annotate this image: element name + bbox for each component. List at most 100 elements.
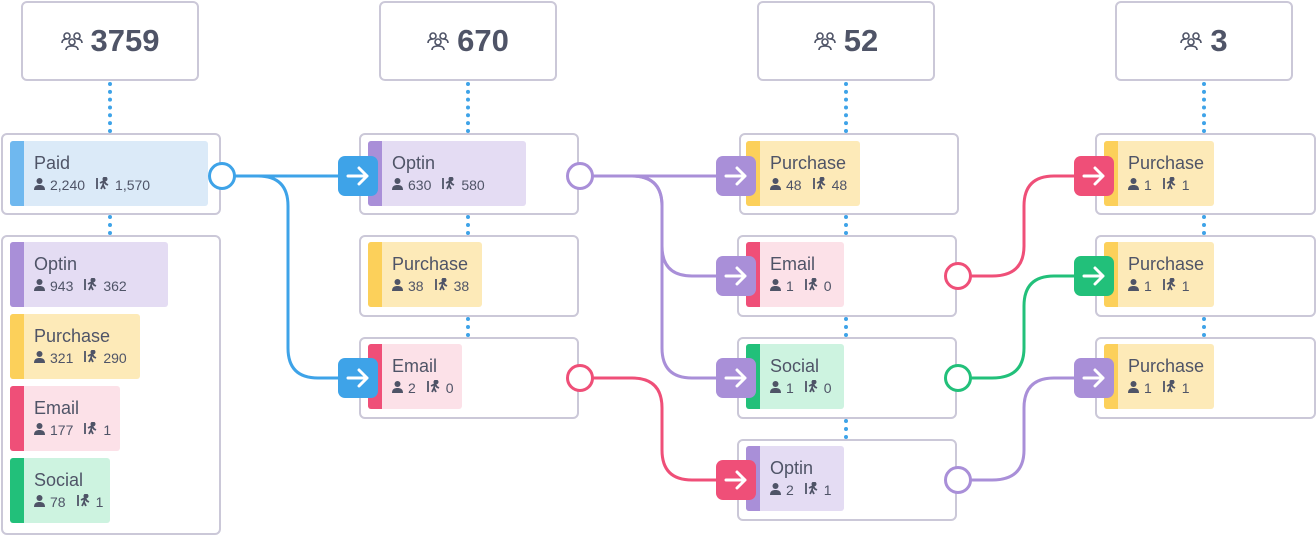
- channel-label: Paid: [34, 153, 71, 173]
- arrow-right-icon[interactable]: [716, 156, 756, 196]
- conversion-count: 1,570: [115, 177, 151, 193]
- person-icon: [770, 380, 781, 396]
- conversion-count: 1: [1181, 278, 1190, 294]
- connector-email-optin: [593, 376, 716, 482]
- connector-social-purchase: [971, 274, 1074, 380]
- channel-label: Email: [770, 254, 816, 274]
- person-icon: [34, 422, 45, 438]
- people-count: 630: [408, 177, 432, 193]
- dotted-connector: [844, 317, 848, 337]
- conversion-icon: [84, 277, 98, 294]
- arrow-right-icon[interactable]: [338, 358, 378, 398]
- people-count: 1: [1144, 278, 1152, 294]
- person-icon: [392, 177, 403, 193]
- output-port-handle[interactable]: [944, 364, 972, 392]
- person-icon: [392, 278, 403, 294]
- conversion-count: 0: [823, 380, 832, 396]
- person-icon: [34, 494, 45, 510]
- people-group-icon: [60, 23, 83, 59]
- conversion-count: 1: [1181, 177, 1190, 193]
- conversion-count: 38: [453, 278, 470, 294]
- channel-label: Email: [34, 398, 80, 418]
- people-count: 2,240: [50, 177, 86, 193]
- channel-chip-email[interactable]: Email 177 1: [10, 386, 120, 451]
- conversion-icon: [434, 277, 449, 294]
- arrow-right-icon[interactable]: [338, 156, 378, 196]
- channel-label: Optin: [34, 254, 78, 274]
- people-count: 78: [50, 494, 66, 510]
- connector-optin-social: [593, 174, 716, 380]
- channel-chip-purchase[interactable]: Purchase 321 290: [10, 314, 140, 379]
- person-icon: [770, 278, 781, 294]
- conversion-count: 290: [103, 350, 127, 366]
- people-group-icon: [1180, 23, 1203, 59]
- dotted-connector: [844, 82, 848, 133]
- conversion-icon: [804, 379, 819, 396]
- dotted-connector: [844, 215, 848, 235]
- arrow-right-icon[interactable]: [1074, 256, 1114, 296]
- dotted-connector: [466, 82, 470, 133]
- stage-count: 52: [843, 23, 879, 58]
- people-count: 321: [50, 350, 74, 366]
- people-count: 177: [50, 422, 74, 438]
- people-count: 1: [786, 278, 794, 294]
- connector-email-purchase: [971, 174, 1074, 278]
- people-count: 2: [786, 482, 794, 498]
- channel-chip-purchase[interactable]: Purchase 48 48: [746, 141, 860, 206]
- channel-label: Purchase: [770, 153, 847, 173]
- conversion-count: 0: [445, 380, 454, 396]
- people-count: 1: [786, 380, 794, 396]
- arrow-right-icon[interactable]: [1074, 358, 1114, 398]
- conversion-icon: [1162, 277, 1177, 294]
- conversion-icon: [1162, 379, 1177, 396]
- people-count: 38: [408, 278, 424, 294]
- stage-count-header: 670: [379, 1, 557, 81]
- person-icon: [1128, 278, 1139, 294]
- dotted-connector: [1202, 215, 1206, 235]
- channel-label: Purchase: [34, 326, 111, 346]
- output-port-handle[interactable]: [566, 162, 594, 190]
- dotted-connector: [466, 317, 470, 337]
- output-port-handle[interactable]: [944, 466, 972, 494]
- dotted-connector: [108, 215, 112, 235]
- arrow-right-icon[interactable]: [716, 358, 756, 398]
- output-port-handle[interactable]: [566, 364, 594, 392]
- channel-label: Email: [392, 356, 438, 376]
- people-group-icon: [427, 23, 449, 59]
- arrow-right-icon[interactable]: [716, 256, 756, 296]
- conversion-icon: [804, 481, 819, 498]
- conversion-icon: [96, 176, 110, 193]
- dotted-connector: [1202, 82, 1206, 133]
- conversion-count: 48: [831, 177, 848, 193]
- person-icon: [770, 482, 781, 498]
- output-port-handle[interactable]: [208, 162, 236, 190]
- conversion-count: 1: [823, 482, 832, 498]
- people-count: 48: [786, 177, 802, 193]
- conversion-count: 1: [103, 422, 112, 438]
- connector-optin-email: [593, 174, 716, 278]
- conversion-icon: [426, 379, 441, 396]
- channel-chip-paid[interactable]: Paid 2,240 1,570: [10, 141, 208, 206]
- person-icon: [770, 177, 781, 193]
- connector-paid-email: [235, 174, 338, 380]
- arrow-right-icon[interactable]: [716, 460, 756, 500]
- arrow-right-icon[interactable]: [1074, 156, 1114, 196]
- stage-count: 3759: [90, 23, 160, 58]
- conversion-icon: [1162, 176, 1177, 193]
- conversion-count: 362: [103, 278, 127, 294]
- stage-count: 3: [1210, 23, 1228, 58]
- stage-count-header: 52: [757, 1, 935, 81]
- output-port-handle[interactable]: [944, 262, 972, 290]
